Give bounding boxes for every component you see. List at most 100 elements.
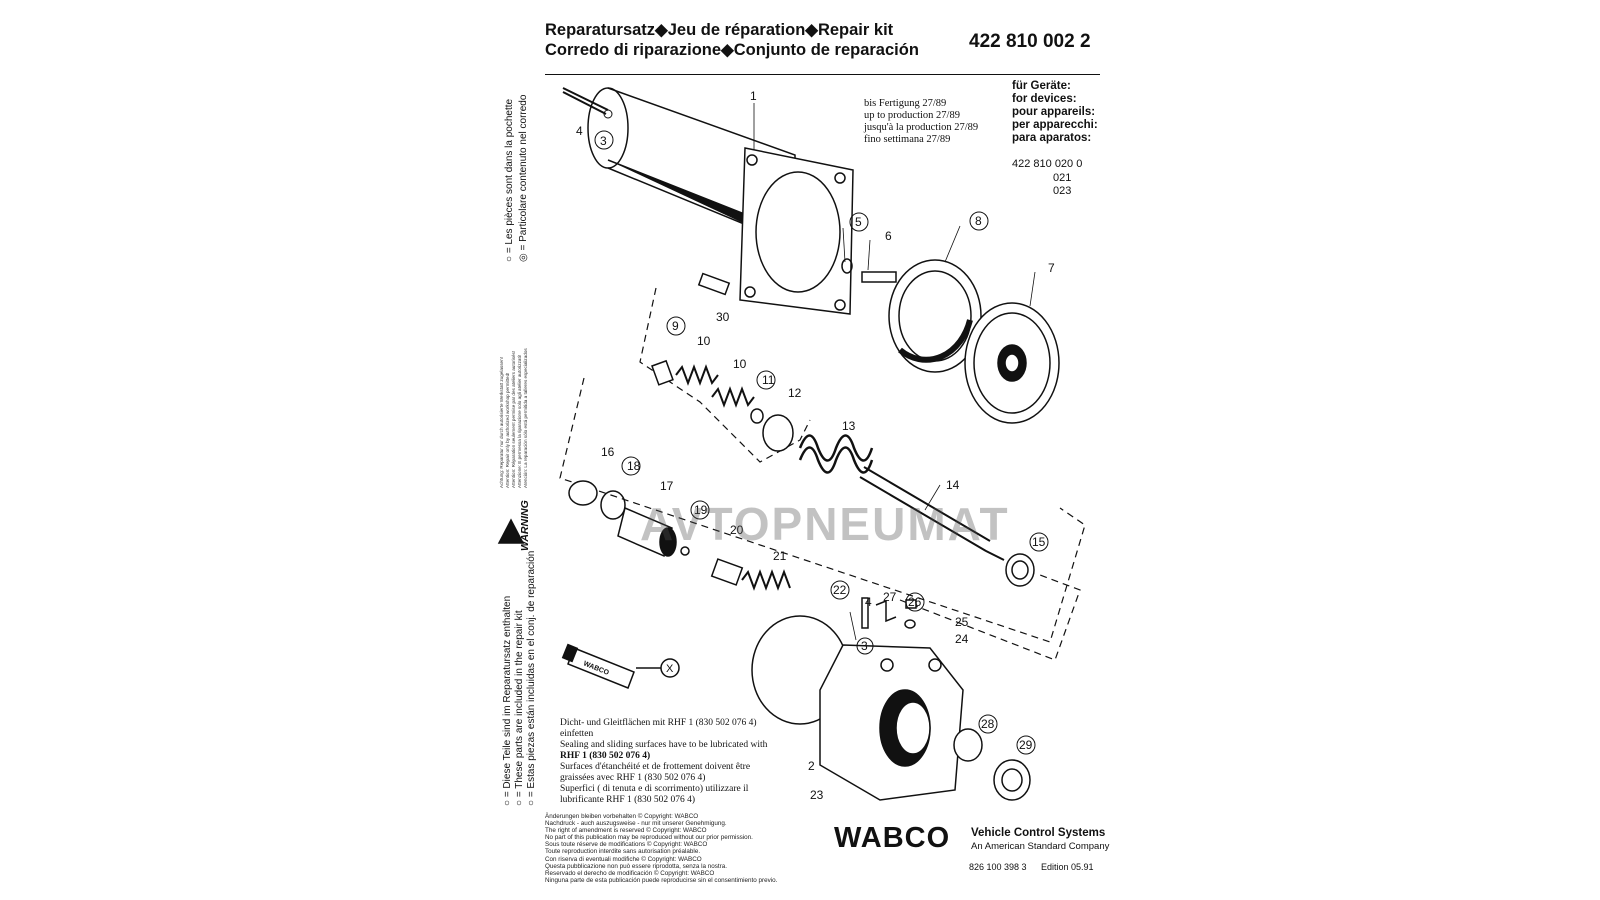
callout-23: 23 <box>810 788 824 802</box>
callout-1: 1 <box>750 89 757 103</box>
callout-13: 13 <box>842 419 856 433</box>
callout-25: 25 <box>955 615 969 629</box>
lubrication-line: Surfaces d'étanchéité et de frottement d… <box>560 762 751 772</box>
housing-23 <box>819 644 964 801</box>
piston-7 <box>964 302 1060 424</box>
seal-11 <box>750 408 764 424</box>
callout-22: 22 <box>833 583 847 597</box>
lubrication-line: RHF 1 (830 502 076 4) <box>560 751 651 761</box>
seal-29-inner <box>1001 768 1023 792</box>
notice-line: Sous toute réserve de modifications © Co… <box>545 841 708 849</box>
brand-tagline: Vehicle Control Systems <box>971 827 1106 839</box>
edition: Edition 05.91 <box>1041 862 1094 872</box>
title-line-2: Corredo di riparazione◆Conjunto de repar… <box>545 41 919 59</box>
devices-label: para aparatos: <box>1012 132 1092 144</box>
callout-16: 16 <box>601 445 615 459</box>
ring-19 <box>680 546 690 556</box>
callout-27: 27 <box>883 590 897 604</box>
spring-21 <box>741 569 791 591</box>
production-line: fino settimana 27/89 <box>864 134 951 145</box>
spring-10b <box>711 386 755 408</box>
washer-24 <box>904 619 916 629</box>
device-number: 422 810 020 0 <box>1012 158 1083 170</box>
lubrication-line: einfetten <box>560 729 594 739</box>
oring-18 <box>600 490 626 520</box>
piston-17-end <box>659 527 677 557</box>
devices-labels: für Geräte: for devices: pour appareils:… <box>1012 80 1098 145</box>
callout-15: 15 <box>1032 535 1046 549</box>
title-line-1: Reparatursatz◆Jeu de réparation◆Repair k… <box>545 21 894 39</box>
spring-26 <box>875 599 897 623</box>
callout-11: 11 <box>762 373 775 387</box>
bushing-28 <box>953 728 983 762</box>
callout-29: 29 <box>1019 738 1033 752</box>
callout-x: X <box>666 663 674 675</box>
brand-logo: WABCO <box>834 822 951 854</box>
notice-line: Toute reproduction interdite sans autori… <box>545 848 701 856</box>
callout-21: 21 <box>773 549 787 563</box>
document-number: 826 100 398 3 <box>969 862 1027 872</box>
callout-6: 6 <box>885 229 892 243</box>
screw-pin <box>562 87 609 115</box>
watermark: AVTOPNEUMAT <box>640 498 1010 550</box>
devices-label: for devices: <box>1012 93 1077 105</box>
ring-8 <box>888 259 982 373</box>
seal-29 <box>993 759 1031 801</box>
callout-24: 24 <box>955 632 969 646</box>
devices-label: pour appareils: <box>1012 106 1096 118</box>
callout-17: 17 <box>660 479 674 493</box>
cylinder-housing <box>587 87 854 315</box>
spring-10a <box>675 364 719 386</box>
lubrication-line: Sealing and sliding surfaces have to be … <box>560 740 768 750</box>
callout-4: 4 <box>576 124 583 138</box>
devices-label: für Geräte: <box>1012 80 1071 92</box>
bolt-30 <box>697 272 731 296</box>
callout-26: 26 <box>908 595 922 609</box>
notice-line: Questa pubblicazione non può essere ripr… <box>545 862 728 870</box>
notice-line: Con riserva di eventuali modifiche © Cop… <box>545 855 702 863</box>
callout-12: 12 <box>788 386 802 400</box>
notice-line: Änderungen bleiben vorbehalten © Copyrig… <box>545 813 699 820</box>
notice-line: Nachdruck - auch auszugsweise - nur mit … <box>545 820 727 828</box>
piston-17 <box>617 506 673 558</box>
pin-27 <box>861 597 869 629</box>
notice-line: Reservado el derecho de modificación © C… <box>545 869 715 877</box>
copyright-notice: Änderungen bleiben vorbehalten © Copyrig… <box>545 813 777 884</box>
callout-14: 14 <box>946 478 960 492</box>
lubrication-line: lubrificante RHF 1 (830 502 076 4) <box>560 795 696 805</box>
lubrication-line: Superfici ( di tenuta e di scorrimento) … <box>560 784 749 794</box>
callout-20: 20 <box>730 523 744 537</box>
callout-30: 30 <box>716 310 730 324</box>
notice-line: No part of this publication may be repro… <box>545 834 753 842</box>
callout-18: 18 <box>627 459 641 473</box>
cup-16 <box>568 480 598 506</box>
callout-8: 8 <box>975 214 982 228</box>
callout-19: 19 <box>694 503 708 517</box>
header-rule <box>545 74 1100 75</box>
lubricant-tube <box>561 643 635 689</box>
notice-line: The right of amendment is reserved © Cop… <box>545 827 707 835</box>
lubrication-note: Dicht- und Gleitflächen mit RHF 1 (830 5… <box>560 718 770 806</box>
part-number: 422 810 002 2 <box>969 31 1091 52</box>
callout-3b: 3 <box>861 639 868 653</box>
production-line: jusqu'à la production 27/89 <box>864 122 979 133</box>
lubrication-line: Dicht- und Gleitflächen mit RHF 1 (830 5… <box>560 718 757 728</box>
device-numbers: 422 810 020 0 021 023 <box>1012 158 1082 199</box>
notice-line: Ninguna parte de esta publicación puede … <box>545 876 778 884</box>
production-line: bis Fertigung 27/89 <box>864 98 947 109</box>
dashed-frame-upper <box>639 287 811 463</box>
sleeve-20 <box>710 558 744 586</box>
sleeve-9 <box>651 359 674 386</box>
callout-28: 28 <box>981 717 995 731</box>
brand-company: An American Standard Company <box>971 841 1110 852</box>
lubrication-line: graissées avec RHF 1 (830 502 076 4) <box>560 773 706 783</box>
devices-label: per apparecchi: <box>1012 119 1098 131</box>
washer-5 <box>841 258 853 274</box>
callout-10b: 10 <box>733 357 747 371</box>
pin-6 <box>861 271 897 283</box>
callout-2: 2 <box>808 759 815 773</box>
callout-9: 9 <box>672 319 679 333</box>
callout-7: 7 <box>1048 261 1055 275</box>
callout-5: 5 <box>855 215 862 229</box>
production-line: up to production 27/89 <box>864 110 960 121</box>
